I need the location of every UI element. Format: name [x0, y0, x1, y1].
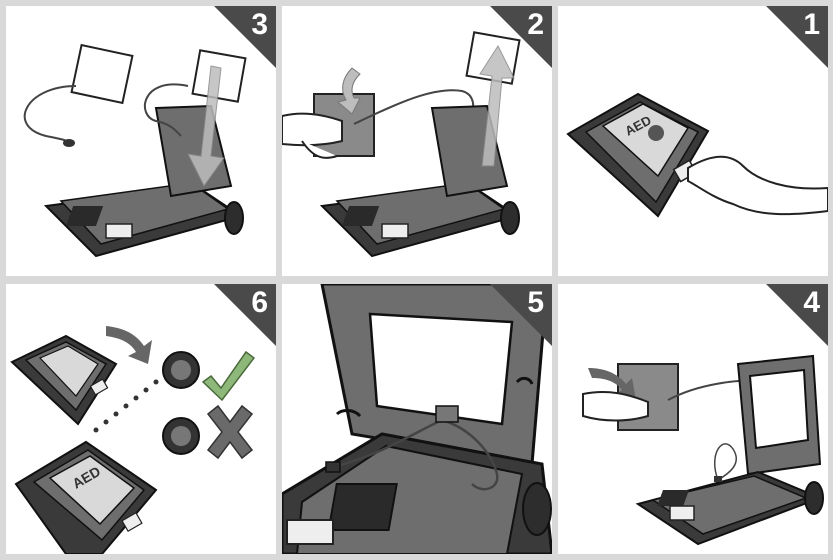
hand-icon: [282, 114, 342, 146]
step-badge: 4: [766, 284, 828, 346]
step-badge: 3: [214, 6, 276, 68]
step-number: 1: [803, 10, 820, 40]
step-number: 6: [251, 288, 268, 318]
step-number: 2: [527, 10, 544, 40]
panel-step-2: 2: [282, 6, 552, 276]
x-icon: [208, 406, 252, 458]
step-number: 3: [251, 10, 268, 40]
electrode-pad-icon: [72, 45, 133, 103]
panel-step-3: 3: [6, 6, 276, 276]
panel-step-5: 5: [282, 284, 552, 554]
panel-step-1: AED 1: [558, 6, 828, 276]
step-badge: 5: [490, 284, 552, 346]
cable-icon: [25, 86, 76, 142]
aed-lid: [156, 106, 231, 196]
step-badge: 1: [766, 6, 828, 68]
step-number: 4: [803, 288, 820, 318]
panel-step-6: AED 6: [6, 284, 276, 554]
panel-step-4: 4: [558, 284, 828, 554]
down-arrow-icon: [106, 326, 152, 364]
step-badge: 2: [490, 6, 552, 68]
step-number: 5: [527, 288, 544, 318]
check-icon: [203, 352, 254, 400]
hand-icon: [688, 157, 828, 214]
step-badge: 6: [214, 284, 276, 346]
